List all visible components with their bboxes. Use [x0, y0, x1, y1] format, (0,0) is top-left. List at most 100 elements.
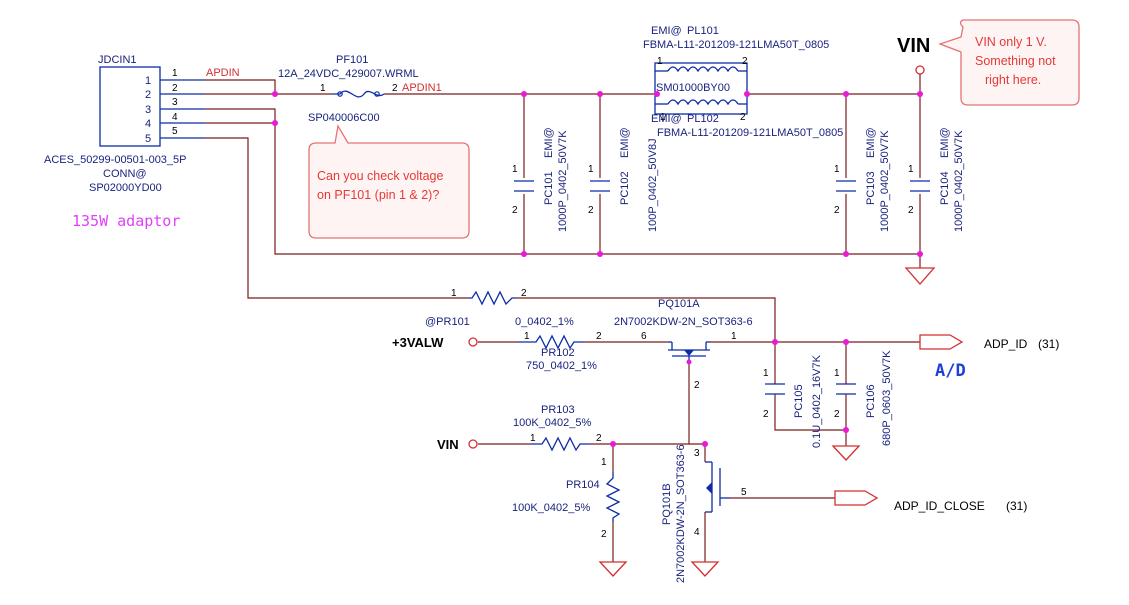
pr104-pin-1: 1 [601, 457, 607, 468]
inductor-module: 1 2 1 2 SM01000BY00 EMI@ PL101 FBMA-L11-… [643, 25, 843, 139]
pc103-value: 1000P_0402_50V7K [879, 130, 891, 232]
connector-code: SP02000YD00 [89, 182, 162, 194]
wires [205, 74, 921, 562]
pr104-value: 100K_0402_5% [512, 502, 591, 514]
connector-part: ACES_50299-00501-003_5P [44, 154, 187, 166]
net-apdin1: APDIN1 [402, 82, 442, 94]
net-adp-id-ref: (31) [1038, 337, 1059, 351]
pl101-pin-1: 1 [657, 56, 663, 67]
resistor-pr104: 1 2 PR104 100K_0402_5% [512, 457, 621, 540]
pc101-pin-1: 1 [512, 164, 518, 175]
ground-symbol-1 [904, 267, 936, 285]
plus3valw-terminal [468, 337, 478, 347]
pq101b-ref: PQ101B [661, 483, 673, 525]
resistor-pr102: 1 2 PR102 750_0402_1% [518, 331, 602, 372]
pc104-tag: EMI@ [939, 127, 951, 158]
pc106-ref: PC106 [865, 384, 877, 418]
pc106-value: 680P_0603_50V7K [881, 350, 893, 446]
pr101-pin-1: 1 [451, 288, 457, 299]
pl102-value: FBMA-L11-201209-121LMA50T_0805 [657, 127, 843, 139]
vin-comment-line-2: Something not [975, 54, 1056, 68]
pr103-ref: PR103 [541, 404, 575, 416]
pc102-ref: PC102 [619, 171, 631, 205]
net-vin: VIN [897, 35, 930, 57]
inductor-module-code: SM01000BY00 [656, 82, 730, 94]
ground-symbol-4 [690, 561, 720, 577]
connector-pin-5: 5 [145, 133, 151, 145]
pl102-pin-1: 1 [660, 112, 666, 123]
pc105-pin-2: 2 [763, 409, 769, 420]
pc101-ref: PC101 [543, 171, 555, 205]
vin-comment-line-1: VIN only 1 V. [975, 35, 1047, 49]
net-plus3valw: +3VALW [392, 335, 444, 350]
pr102-value: 750_0402_1% [526, 360, 597, 372]
adaptor-note: 135W adaptor [72, 212, 180, 230]
connector-tag: CONN@ [103, 168, 147, 180]
pr101-tag: @PR101 [425, 316, 470, 328]
mosfet-pq101b: 3 5 4 PQ101B 2N7002KDW-2N_SOT363-6 [661, 444, 747, 583]
cap-pc104: 1 2 PC104 EMI@ 1000P_0402_50V7K [908, 127, 965, 232]
pl102-pin-2: 2 [740, 112, 746, 123]
cap-pc102: 1 2 PC102 EMI@ 100P_0402_50V8J [588, 127, 659, 232]
pc101-value: 1000P_0402_50V7K [557, 130, 569, 232]
pf-comment-line-1: Can you check voltage [317, 169, 444, 183]
callout-vin: VIN only 1 V. Something not right here. [938, 19, 1080, 106]
pr103-pin-1: 1 [530, 433, 536, 444]
ground-symbol-2 [831, 445, 861, 461]
pr103-pin-2: 2 [596, 433, 602, 444]
pq101a-pin-6: 6 [641, 331, 647, 342]
pq101a-pin-2: 2 [694, 380, 700, 391]
pc103-pin-1: 1 [834, 164, 840, 175]
pc103-ref: PC103 [865, 171, 877, 205]
connector-ext-pin-2: 2 [172, 83, 178, 94]
pc102-tag: EMI@ [619, 127, 631, 158]
pl101-ref: PL101 [687, 25, 719, 37]
connector-pin-3: 3 [145, 104, 151, 116]
connector-pin-4: 4 [145, 118, 151, 130]
pc103-pin-2: 2 [834, 205, 840, 216]
pq101a-value: 2N7002KDW-2N_SOT363-6 [614, 316, 753, 328]
connector-ext-pin-1: 1 [172, 68, 178, 79]
fuse-pin-2: 2 [392, 83, 398, 94]
fuse-pin-1: 1 [320, 83, 326, 94]
net-adp-id: ADP_ID [984, 337, 1028, 351]
mosfet-pq101a: 6 1 2 PQ101A 2N7002KDW-2N_SOT363-6 [614, 298, 753, 391]
pq101b-pin-3: 3 [694, 448, 700, 459]
pc105-value: 0.1U_0402_16V7K [811, 354, 823, 448]
pc102-pin-2: 2 [588, 205, 594, 216]
fuse-value: 12A_24VDC_429007.WRML [278, 68, 419, 80]
connector-body [99, 66, 161, 147]
net-adp-id-close: ADP_ID_CLOSE [894, 499, 985, 513]
pq101b-value: 2N7002KDW-2N_SOT363-6 [675, 444, 687, 583]
cap-pc106: 1 2 PC106 680P_0603_50V7K [834, 350, 893, 446]
pr102-pin-1: 1 [524, 331, 530, 342]
net-apdin: APDIN [206, 67, 240, 79]
pq101a-ref: PQ101A [658, 298, 700, 310]
junction-dots [272, 91, 923, 447]
adp-id-close-port [834, 490, 879, 506]
net-adp-id-close-ref: (31) [1006, 499, 1027, 513]
pc105-pin-1: 1 [763, 368, 769, 379]
ad-label: A/D [935, 361, 966, 381]
fuse-ref: PF101 [336, 54, 368, 66]
pc105-ref: PC105 [793, 384, 805, 418]
ground-symbol-3 [598, 561, 628, 577]
pl102-ref: PL102 [687, 113, 719, 125]
connector-jdcin1: JDCIN1 1 2 3 4 5 1 2 3 4 5 ACES_50299-00… [44, 54, 205, 230]
pc106-pin-1: 1 [834, 368, 840, 379]
pc106-pin-2: 2 [834, 409, 840, 420]
pr104-pin-2: 2 [601, 529, 607, 540]
pc102-value: 100P_0402_50V8J [647, 138, 659, 232]
adp-id-port [919, 334, 964, 350]
fuse-pf101: PF101 12A_24VDC_429007.WRML 1 2 SP040006… [278, 54, 419, 124]
pq101b-pin-5: 5 [741, 487, 747, 498]
pc102-pin-1: 1 [588, 164, 594, 175]
pc101-pin-2: 2 [512, 205, 518, 216]
pr101-value: 0_0402_1% [515, 316, 574, 328]
pc104-pin-2: 2 [908, 205, 914, 216]
connector-ext-pin-3: 3 [172, 97, 178, 108]
net-vin-left: VIN [437, 437, 459, 452]
pl101-pin-2: 2 [742, 56, 748, 67]
